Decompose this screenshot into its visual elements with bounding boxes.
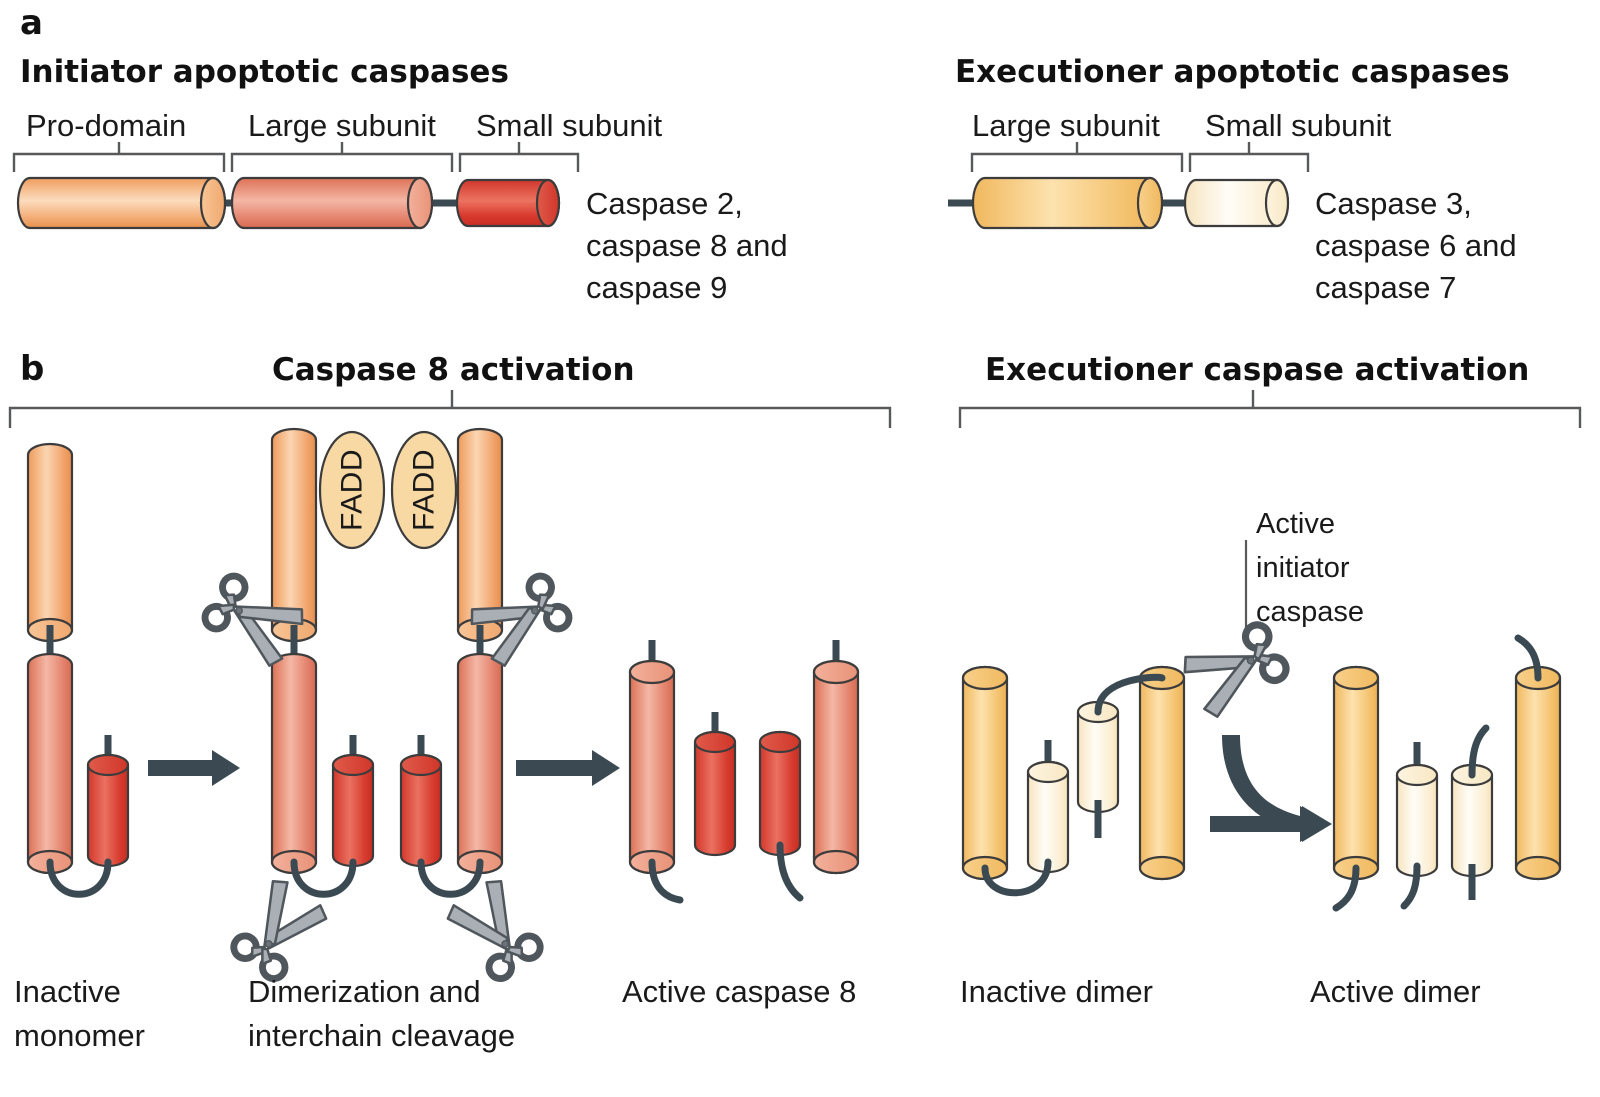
executioner-title: Executioner apoptotic caspases xyxy=(955,54,1510,90)
inactive-dimer-loop-right xyxy=(1094,673,1166,716)
large-subunit-label-executioner: Large subunit xyxy=(972,108,1160,143)
executioner-activation-title: Executioner caspase activation xyxy=(985,352,1529,388)
state-label-inactive-monomer-line2: monomer xyxy=(14,1018,145,1053)
bracket-large-subunit-initiator xyxy=(230,142,454,172)
small-subunit-label-initiator: Small subunit xyxy=(476,108,662,143)
monomer-small-subunit xyxy=(86,753,130,868)
active-c8-small-left xyxy=(693,730,737,857)
dimer-left-protomer xyxy=(270,427,375,898)
large-subunit-label-initiator: Large subunit xyxy=(248,108,436,143)
monomer-pro-domain xyxy=(26,442,74,643)
inactive-dimer-small-left xyxy=(1026,760,1070,874)
cylinder-pro-domain xyxy=(16,176,227,230)
callout-line-1: Active xyxy=(1256,508,1335,540)
inactive-monomer-diagram xyxy=(26,442,130,898)
active-dimer-small-right xyxy=(1450,763,1494,878)
cylinder-large-subunit-initiator xyxy=(230,176,434,230)
state-label-inactive-monomer-line1: Inactive xyxy=(14,974,121,1009)
arrow-inactive-to-active-dimer xyxy=(1210,735,1332,842)
fadd-left: FADD xyxy=(318,430,386,550)
arrow-right-icon xyxy=(1210,806,1332,842)
inactive-dimer-large-right xyxy=(1138,665,1186,881)
dimer-left-pro-domain xyxy=(270,427,318,643)
dimer-right-interchain-loop xyxy=(417,858,484,898)
active-c8-left-tail xyxy=(648,858,684,904)
initiator-caspase-line-2: caspase 8 and xyxy=(586,228,788,263)
bracket-small-subunit-executioner xyxy=(1188,142,1310,172)
active-dimer-tail-small-left xyxy=(1400,862,1421,910)
executioner-caspase-line-3: caspase 7 xyxy=(1315,270,1456,305)
bracket-caspase8-activation xyxy=(8,390,892,428)
monomer-interchain-loop xyxy=(46,858,112,898)
panel-a-executioner-group: Executioner apoptotic caspases Large sub… xyxy=(948,54,1517,305)
cylinder-large-subunit-executioner xyxy=(971,176,1164,230)
bracket-executioner-activation xyxy=(958,390,1582,428)
bracket-small-subunit-initiator xyxy=(458,142,580,172)
active-c8-large-left xyxy=(628,659,676,875)
active-dimer-large-left xyxy=(1332,665,1380,881)
scissors-executioner-cleavage xyxy=(1179,617,1292,720)
state-label-active-caspase8: Active caspase 8 xyxy=(622,974,856,1009)
initiator-title: Initiator apoptotic caspases xyxy=(20,54,509,90)
active-dimer-tail-right xyxy=(1514,634,1542,682)
arrow-monomer-to-dimer xyxy=(148,750,240,786)
state-label-dimerization-line1: Dimerization and xyxy=(248,974,481,1009)
active-dimer-tail-left xyxy=(1332,864,1360,912)
active-dimer-diagram xyxy=(1332,634,1562,912)
inactive-dimer-loop-left xyxy=(981,858,1052,897)
active-dimer-large-right xyxy=(1514,665,1562,881)
active-dimer-small-left xyxy=(1395,763,1439,878)
active-c8-small-right xyxy=(758,730,802,857)
active-c8-right-tail xyxy=(776,841,804,902)
panel-a-letter: a xyxy=(20,3,43,43)
dimer-left-interchain-loop xyxy=(290,858,357,898)
executioner-caspase-line-1: Caspase 3, xyxy=(1315,186,1472,221)
executioner-caspase-line-2: caspase 6 and xyxy=(1315,228,1517,263)
caspase8-activation-title: Caspase 8 activation xyxy=(272,352,635,388)
active-caspase8-diagram xyxy=(628,640,860,904)
state-label-dimerization-line2: interchain cleavage xyxy=(248,1018,515,1053)
state-label-active-dimer: Active dimer xyxy=(1310,974,1481,1009)
panel-a-initiator-group: Initiator apoptotic caspases Pro-domain … xyxy=(12,54,788,305)
bracket-pro-domain xyxy=(12,142,226,172)
panel-a: a Initiator apoptotic caspases Pro-domai… xyxy=(12,3,1517,305)
panel-b-letter: b xyxy=(20,349,44,389)
active-c8-large-right xyxy=(812,659,860,875)
callout-line-3: caspase xyxy=(1256,596,1364,628)
fadd-right: FADD xyxy=(390,430,458,550)
pro-domain-label: Pro-domain xyxy=(26,108,186,143)
fadd-left-label: FADD xyxy=(336,449,369,531)
dimer-right-small-subunit xyxy=(399,753,443,868)
inactive-dimer-large-left xyxy=(961,665,1009,881)
active-dimer-tail-small-right xyxy=(1468,724,1490,779)
dimer-right-pro-domain xyxy=(456,427,504,643)
cylinder-small-subunit-initiator xyxy=(455,178,561,228)
small-subunit-label-executioner: Small subunit xyxy=(1205,108,1391,143)
inactive-dimer-diagram xyxy=(961,665,1186,897)
panel-b: b Caspase 8 activation Executioner caspa… xyxy=(8,349,1582,1053)
initiator-caspase-line-1: Caspase 2, xyxy=(586,186,743,221)
bracket-large-subunit-executioner xyxy=(970,142,1184,172)
state-label-inactive-dimer: Inactive dimer xyxy=(960,974,1153,1009)
dimer-left-large-subunit xyxy=(270,652,318,875)
cylinder-small-subunit-executioner xyxy=(1183,178,1290,228)
arrow-dimer-to-active xyxy=(516,750,620,786)
fadd-right-label: FADD xyxy=(408,449,441,531)
inactive-dimer-small-right xyxy=(1076,700,1120,814)
dimer-right-protomer xyxy=(399,427,504,898)
dimer-right-large-subunit xyxy=(456,652,504,875)
dimer-left-small-subunit xyxy=(331,753,375,868)
callout-line-2: initiator xyxy=(1256,552,1350,584)
monomer-large-subunit xyxy=(26,652,74,875)
active-initiator-caspase-callout: Active initiator caspase xyxy=(1179,508,1364,720)
dimerization-cleavage-diagram: FADD FADD xyxy=(199,427,575,985)
initiator-caspase-line-3: caspase 9 xyxy=(586,270,727,305)
